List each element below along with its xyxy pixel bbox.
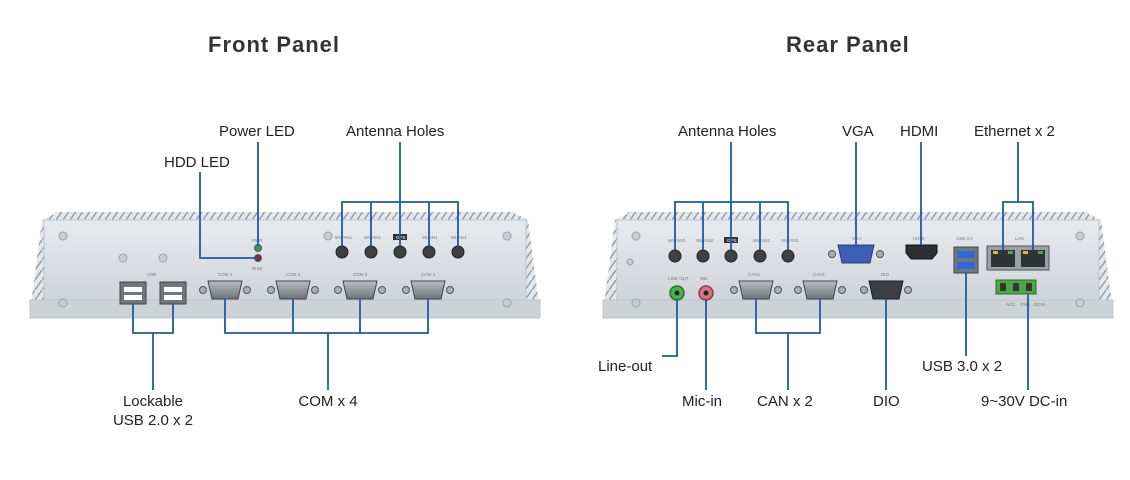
- dio-label: DIO: [873, 393, 900, 410]
- mic-silk: MIC: [700, 276, 709, 281]
- disk-silk: DISK: [252, 266, 263, 271]
- ethernet-label: Ethernet x 2: [974, 123, 1055, 140]
- lan-ports: [986, 245, 1050, 271]
- front-com-ports: [199, 280, 454, 300]
- svg-text:WLAN1: WLAN1: [422, 235, 438, 240]
- can-label: CAN x 2: [757, 393, 813, 410]
- hdmi-label: HDMI: [900, 123, 939, 140]
- svg-text:WWAN2: WWAN2: [668, 238, 686, 243]
- power-led-label: Power LED: [219, 123, 295, 140]
- svg-text:WLAN1: WLAN1: [451, 235, 467, 240]
- lan-silk: LAN: [1015, 236, 1024, 241]
- svg-text:WWAN2: WWAN2: [696, 238, 714, 243]
- svg-text:COM 2: COM 2: [353, 272, 368, 277]
- front-usb-ports: [119, 281, 187, 305]
- front-leds: [254, 244, 262, 262]
- svg-text:ACC: ACC: [1006, 302, 1016, 307]
- usb3-label: USB 3.0 x 2: [922, 358, 1003, 375]
- vga-port: [828, 244, 884, 264]
- svg-text:COM 3: COM 3: [286, 272, 301, 277]
- dio-port: [860, 280, 912, 300]
- svg-text:COM 4: COM 4: [218, 272, 233, 277]
- vga-label: VGA: [842, 123, 874, 140]
- front-antenna-holes: [335, 245, 465, 259]
- line-out-silk: LINE OUT: [668, 276, 689, 281]
- line-out-label: Line-out: [598, 358, 653, 375]
- svg-text:CAN1: CAN1: [813, 272, 826, 277]
- rear-antenna-holes-label: Antenna Holes: [678, 123, 777, 140]
- dc-in-label: 9~30V DC-in: [981, 393, 1068, 410]
- front-callout-lines: [132, 142, 459, 390]
- svg-text:WWAN2: WWAN2: [781, 238, 799, 243]
- front-panel-title: Front Panel: [208, 32, 341, 57]
- svg-text:DIO: DIO: [881, 272, 890, 277]
- svg-text:WWAN1: WWAN1: [364, 235, 382, 240]
- svg-text:DCIN: DCIN: [1034, 302, 1045, 307]
- can-ports: [730, 280, 846, 300]
- usb3-silk: USB 3.0: [956, 236, 973, 241]
- svg-text:COM 1: COM 1: [421, 272, 436, 277]
- front-screws: [58, 231, 512, 308]
- dc-in-terminal: [995, 279, 1037, 295]
- svg-text:CAN2: CAN2: [748, 272, 761, 277]
- can-dio-silk: CAN2 CAN1 DIO: [748, 272, 890, 277]
- hdmi-port: [905, 244, 938, 260]
- hdmi-silk: HDMI: [913, 236, 925, 241]
- dc-in-silk: ACC GND DCIN: [1006, 302, 1045, 307]
- front-antenna-holes-label: Antenna Holes: [346, 123, 445, 140]
- front-com-silk: COM 4 COM 3 COM 2 COM 1: [218, 272, 436, 277]
- svg-text:GND: GND: [1020, 302, 1031, 307]
- rear-callout-lines: [662, 142, 1034, 390]
- front-chassis: [29, 212, 541, 319]
- usb-silk: USB: [147, 272, 156, 277]
- usb3-ports: [953, 246, 979, 274]
- rear-screws: [626, 231, 1085, 308]
- mic-in-label: Mic-in: [682, 393, 722, 410]
- com-label: COM x 4: [298, 393, 358, 410]
- rear-panel-title: Rear Panel: [786, 32, 910, 57]
- lockable-usb-label: Lockable USB 2.0 x 2: [112, 393, 194, 429]
- svg-text:WWAN1: WWAN1: [335, 235, 353, 240]
- hdd-led-label: HDD LED: [164, 154, 230, 171]
- svg-text:WWAN2: WWAN2: [753, 238, 771, 243]
